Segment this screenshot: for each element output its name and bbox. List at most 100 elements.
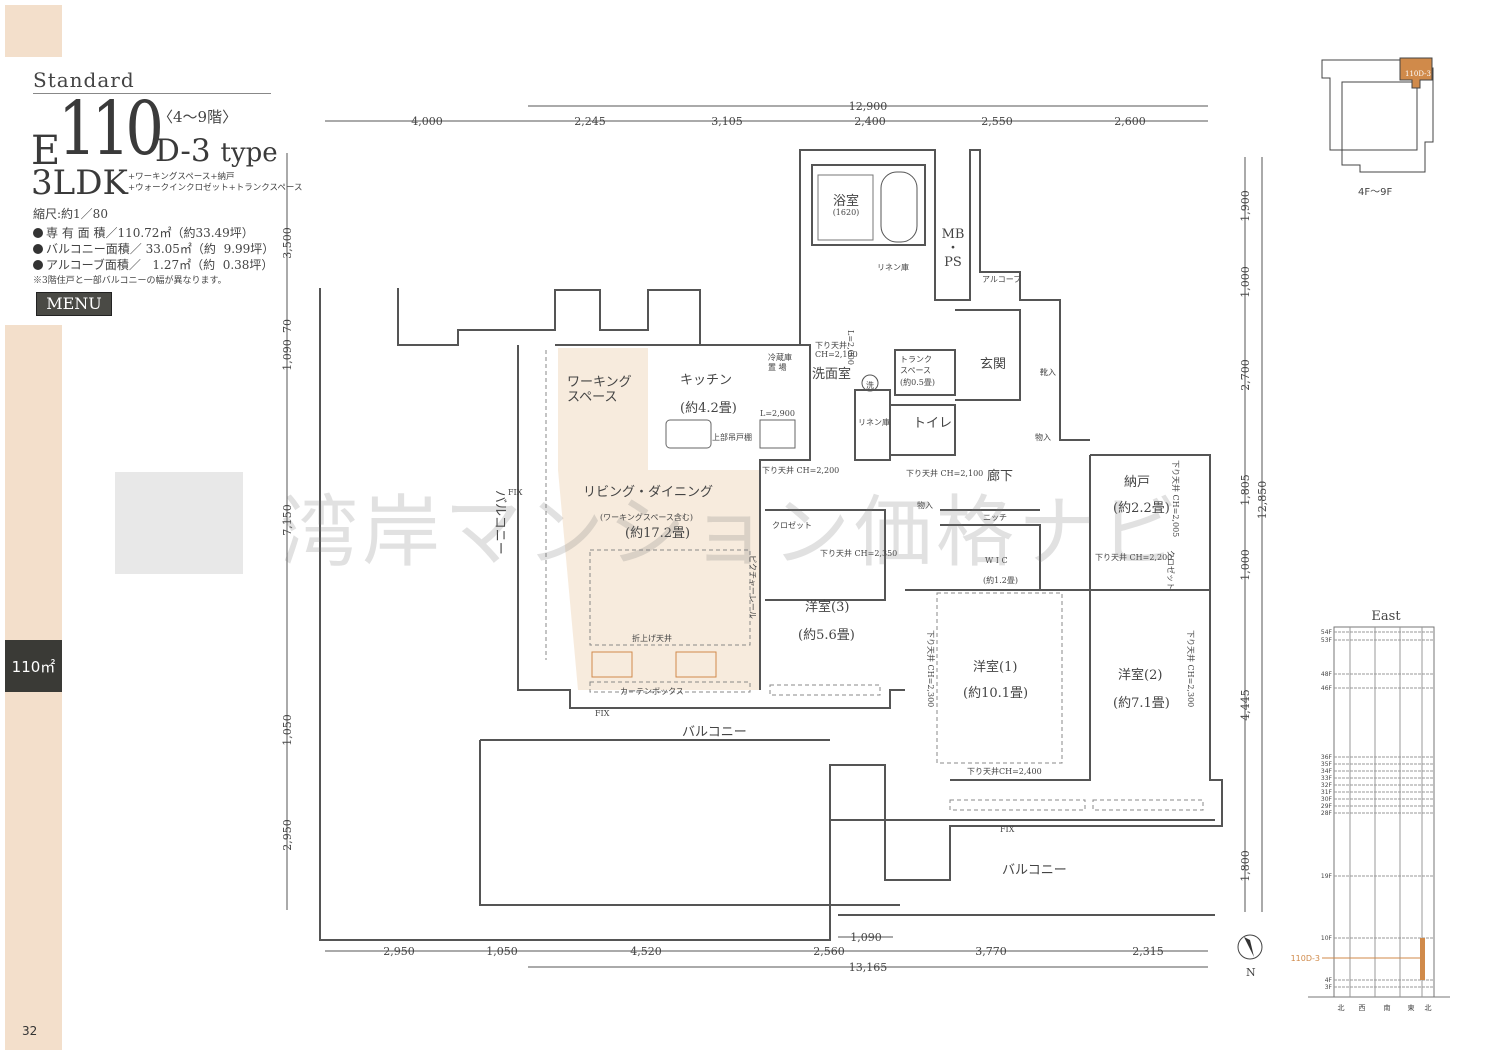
linen-label: リネン庫 bbox=[877, 262, 909, 272]
dim: 1,900 bbox=[1239, 190, 1252, 222]
walls bbox=[319, 149, 1223, 941]
room-living: リビング・ダイニング bbox=[583, 485, 713, 500]
dim: 4,520 bbox=[630, 945, 662, 958]
dim: 2,245 bbox=[574, 115, 606, 128]
ceiling-note: 下り天井 CH=2,005 bbox=[1171, 460, 1181, 537]
direction-label: 西 bbox=[1359, 1004, 1366, 1012]
working-space-floor bbox=[558, 348, 648, 470]
series-label: Standard bbox=[33, 68, 135, 92]
wic-size: (約1.2畳) bbox=[983, 575, 1018, 585]
dim: 1,800 bbox=[1239, 850, 1252, 882]
note: ※3階住戸と一部バルコニーの幅が異なります。 bbox=[33, 276, 227, 286]
dim: 2,700 bbox=[1239, 359, 1252, 391]
bullet-icon bbox=[33, 260, 43, 270]
floor-heating-icon bbox=[675, 651, 717, 678]
closet-label: クロゼット bbox=[1166, 550, 1176, 590]
floor-tick-label: 36F bbox=[1321, 754, 1333, 761]
dim: 2,600 bbox=[1114, 115, 1146, 128]
dim: 4,000 bbox=[411, 115, 443, 128]
area-label: バルコニー面積／ bbox=[46, 242, 142, 256]
dim: 2,400 bbox=[854, 115, 886, 128]
dim: 2,950 bbox=[281, 819, 294, 851]
area-value: 1.27㎡（約 0.38坪） bbox=[140, 258, 274, 272]
washer-icon bbox=[861, 374, 879, 392]
alcove-label: アルコーブ bbox=[982, 274, 1021, 284]
room-bedroom-1: 洋室(1) bbox=[973, 659, 1017, 675]
type-suffix: type bbox=[220, 138, 278, 168]
dim: 12,850 bbox=[1256, 481, 1269, 520]
key-plan-floors: 4F〜9F bbox=[1358, 187, 1392, 198]
dim: 1,805 bbox=[1239, 474, 1252, 506]
curtain-box-label: カーテンボックス bbox=[620, 687, 684, 696]
floor-tick-label: 33F bbox=[1321, 775, 1333, 782]
coffered-ceiling-label: 折上げ天井 bbox=[632, 633, 672, 643]
dim: 3,105 bbox=[711, 115, 743, 128]
kitchen-length: L=2,900 bbox=[760, 409, 795, 418]
wic-label: W I C bbox=[985, 556, 1008, 565]
ceiling-lines bbox=[545, 350, 1204, 811]
trunk-label: スペース bbox=[900, 366, 931, 375]
dim: 2,315 bbox=[1132, 945, 1164, 958]
ceiling-note: 下り天井 CH=2,100 bbox=[906, 468, 983, 478]
floor-tick-label: 35F bbox=[1321, 761, 1333, 768]
menu-button[interactable]: MENU bbox=[36, 292, 112, 316]
floor-tick-label: 10F bbox=[1321, 935, 1333, 942]
sink-icon bbox=[665, 419, 712, 449]
dim: 1,090 bbox=[850, 931, 882, 944]
living-floor bbox=[558, 470, 760, 690]
ceiling-note: 下り天井 bbox=[815, 340, 847, 350]
area-value: 33.05㎡（約 9.99坪） bbox=[141, 242, 275, 256]
type-code: D-3 bbox=[155, 133, 211, 169]
unit-floor-range bbox=[1420, 938, 1425, 980]
room-toilet: トイレ bbox=[913, 416, 952, 431]
dim: 7,150 bbox=[281, 504, 294, 536]
elevation-chart: East 54F53F48F46F36F35F34F33F32F31F30F29… bbox=[1291, 609, 1450, 1012]
dim: 2,560 bbox=[813, 945, 845, 958]
area-row: 専 有 面 積／110.72㎡（約33.49坪） bbox=[33, 224, 254, 241]
unit-highlight bbox=[1399, 57, 1433, 89]
floor-tick-label: 46F bbox=[1321, 685, 1333, 692]
north-label: N bbox=[1246, 966, 1256, 979]
ceiling-note: 下り天井 CH=2,300 bbox=[1186, 630, 1196, 707]
counter-length: L=2,000 bbox=[846, 330, 855, 365]
size-tab[interactable]: 110㎡ bbox=[5, 640, 62, 692]
trunk-label: トランク bbox=[900, 355, 932, 364]
fridge-label: 置 場 bbox=[768, 362, 787, 372]
balcony-label: バルコニー bbox=[1002, 863, 1067, 878]
mbps-label: MB bbox=[942, 227, 965, 242]
key-plan-unit: 110D-3 bbox=[1405, 70, 1431, 78]
direction-label: 北 bbox=[1425, 1004, 1432, 1012]
balcony-label: バルコニー bbox=[682, 725, 747, 740]
floor-tick-label: 19F bbox=[1321, 873, 1333, 880]
storage-label: 物入 bbox=[917, 500, 933, 510]
key-plan: 110D-3 4F〜9F bbox=[1321, 57, 1434, 198]
watermark-logo bbox=[115, 472, 243, 574]
room-storeroom-size: (約2.2畳) bbox=[1113, 501, 1170, 516]
extras-line: +ウォークインクロゼット+トランクスペース bbox=[128, 183, 303, 193]
room-bedroom-3: 洋室(3) bbox=[805, 599, 849, 615]
room-bedroom-2: 洋室(2) bbox=[1118, 667, 1162, 683]
room-entrance: 玄関 bbox=[980, 357, 1006, 372]
floor-tick-label: 28F bbox=[1321, 810, 1333, 817]
room-bedroom-3-size: (約5.6畳) bbox=[798, 628, 855, 643]
shoe-cabinet-label: 靴入 bbox=[1040, 367, 1056, 377]
room-kitchen-size: (約4.2畳) bbox=[680, 401, 737, 416]
dim: 3,770 bbox=[975, 945, 1007, 958]
washer-label: 洗 bbox=[866, 380, 874, 390]
trunk-label: (約0.5畳) bbox=[900, 377, 935, 387]
area-label: 専 有 面 積／ bbox=[46, 226, 118, 240]
storage-label: 物入 bbox=[1035, 432, 1051, 442]
room-kitchen: キッチン bbox=[680, 373, 732, 388]
area-value: 110.72㎡（約33.49坪） bbox=[117, 226, 254, 240]
divider bbox=[33, 93, 271, 94]
elevation-title: East bbox=[1371, 609, 1401, 624]
fix-window-label: FIX bbox=[1000, 825, 1015, 834]
dim: 3,500 bbox=[281, 227, 294, 259]
dim: 13,165 bbox=[849, 961, 888, 974]
dimension-labels: 12,900 4,000 2,245 3,105 2,400 2,550 2,6… bbox=[281, 100, 1269, 974]
dim: 4,445 bbox=[1239, 689, 1252, 721]
dim: 2,550 bbox=[981, 115, 1013, 128]
upper-cabinet-label: 上部吊戸棚 bbox=[712, 432, 752, 442]
ceiling-note: 下り天井 CH=2,350 bbox=[820, 548, 897, 558]
ceiling-note: CH=2,100 bbox=[815, 350, 858, 359]
